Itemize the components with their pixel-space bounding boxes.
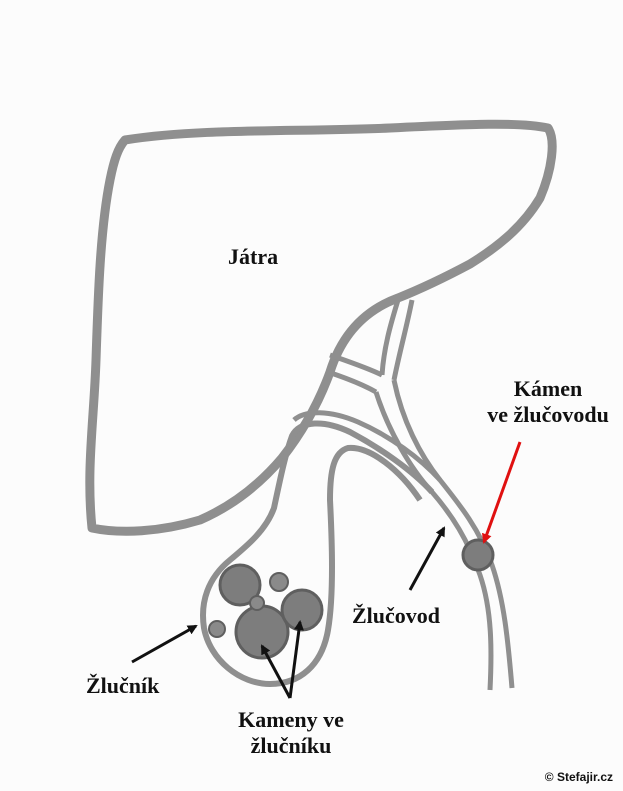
arrow-to-gallbladder	[132, 626, 196, 662]
left-hepatic-duct-inner	[328, 372, 376, 392]
gallstone	[250, 596, 264, 610]
duct-stone-label: Kámen ve žlučovodu	[478, 376, 618, 428]
arrow-to-bile-duct	[410, 528, 444, 590]
bile-duct-label: Žlučovod	[352, 603, 440, 629]
gallbladder-label: Žlučník	[86, 673, 159, 699]
duct-stone-label-line1: Kámen	[478, 376, 618, 402]
gallbladder-outline	[203, 423, 432, 684]
gallstones-label-line2: žlučníku	[226, 733, 356, 759]
gallstone	[236, 606, 288, 658]
gallstone	[270, 573, 288, 591]
arrow-to-duct-stone	[484, 442, 520, 542]
gallstone	[209, 621, 225, 637]
gallstones-label: Kameny ve žlučníku	[226, 707, 356, 759]
left-hepatic-duct	[330, 355, 382, 375]
gallstones-label-line1: Kameny ve	[226, 707, 356, 733]
copyright-text: © Stefajir.cz	[545, 770, 613, 784]
duct-stone-label-line2: ve žlučovodu	[478, 402, 618, 428]
bile-duct-stone	[463, 540, 493, 570]
arrow-to-gallstone-right	[290, 622, 300, 698]
gallstone	[282, 590, 322, 630]
liver-outline	[90, 124, 552, 531]
liver-label: Játra	[228, 244, 278, 270]
